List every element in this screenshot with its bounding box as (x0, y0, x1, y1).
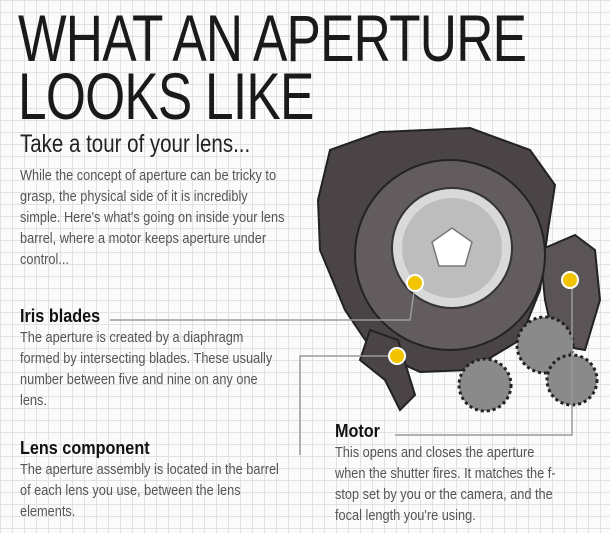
iris-blades-text: The aperture is created by a diaphragm f… (20, 330, 273, 409)
leader-lines (110, 280, 573, 455)
title-line-2: LOOKS LIKE (18, 59, 314, 133)
iris-blades-heading: Iris blades (20, 306, 101, 326)
lens-component-heading: Lens component (20, 438, 150, 458)
lens-assembly (316, 126, 602, 413)
motor-heading: Motor (335, 421, 380, 441)
lens-component-text: The aperture assembly is located in the … (20, 462, 279, 520)
intro-text: While the concept of aperture can be tri… (20, 168, 285, 268)
title-line-1: WHAT AN APERTURE (18, 1, 527, 75)
marker-icons (388, 271, 579, 365)
motor-text: This opens and closes the aperture when … (335, 445, 556, 524)
subtitle: Take a tour of your lens... (20, 130, 251, 158)
